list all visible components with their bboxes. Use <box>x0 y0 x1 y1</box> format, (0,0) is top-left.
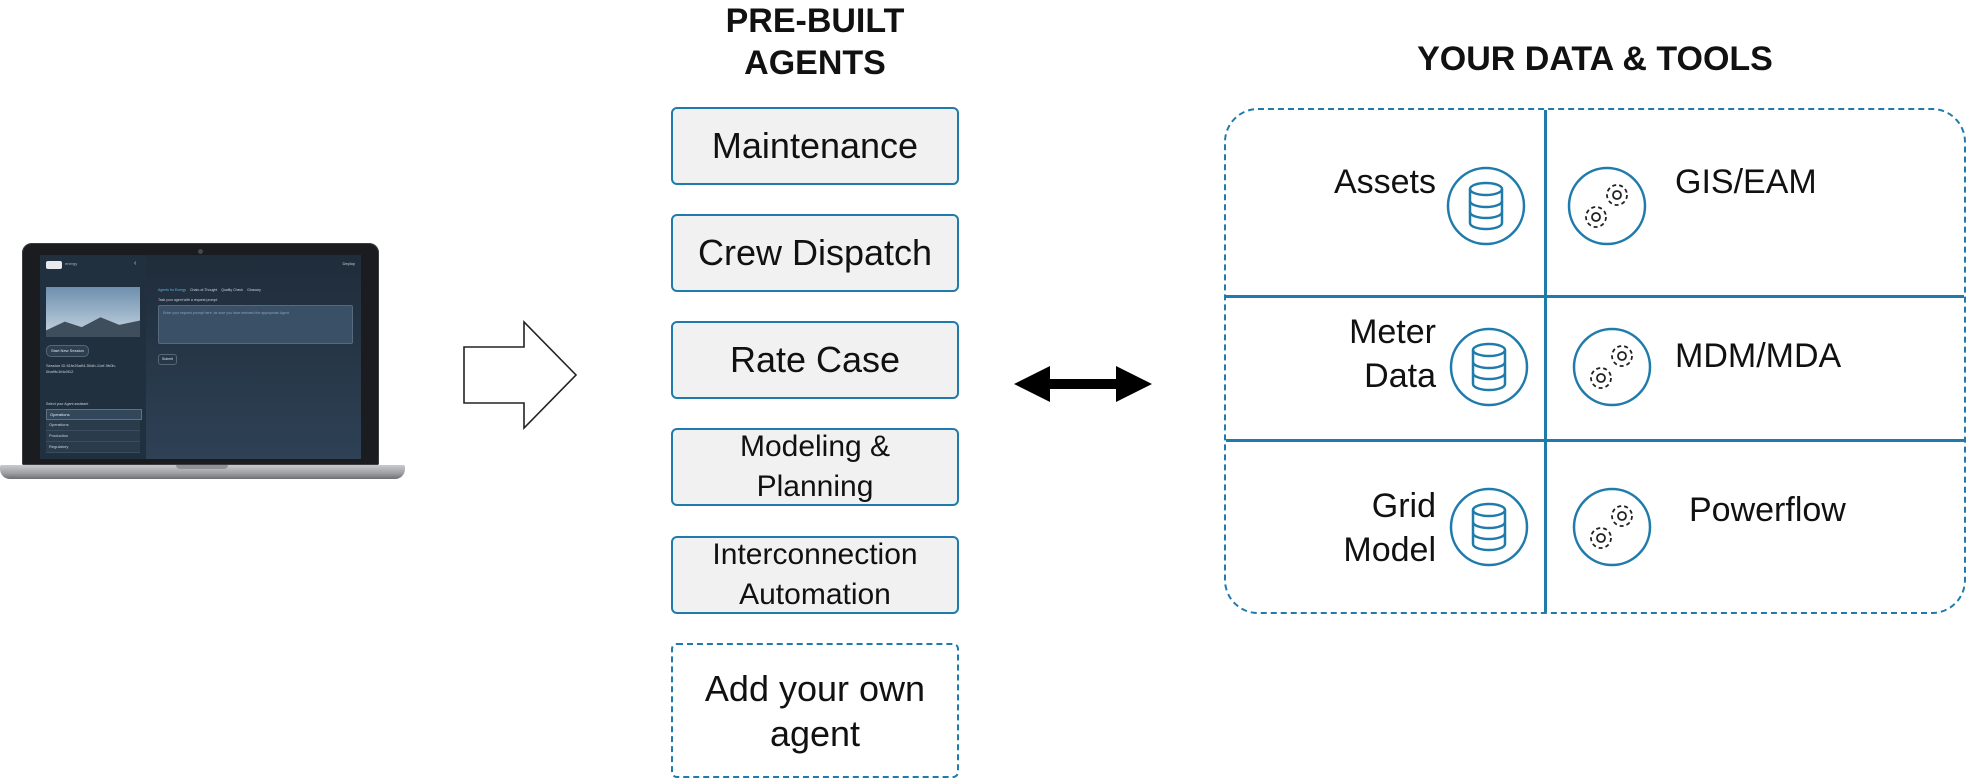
bidirectional-arrow-icon <box>1014 366 1152 402</box>
agent-modeling-planning: Modeling & Planning <box>671 428 959 506</box>
submit-button[interactable]: Submit <box>158 354 177 365</box>
camera-icon <box>198 249 203 254</box>
gears-icon <box>1572 487 1652 567</box>
agent-option[interactable]: Production <box>46 431 140 442</box>
agent-crew-dispatch: Crew Dispatch <box>671 214 959 292</box>
panel-divider <box>1544 110 1547 612</box>
task-label: Task your agent with a request prompt <box>158 298 218 302</box>
data-tools-panel: Assets GIS/EAM Meter Data MDM/MDA Grid M… <box>1224 108 1966 614</box>
data-source-grid-model: Grid Model <box>1343 487 1436 569</box>
add-your-own-agent: Add your own agent <box>671 643 959 778</box>
app-sidebar: energy ‹ Start New Session Session ID 61… <box>40 255 146 459</box>
agent-select[interactable]: Operations <box>46 409 142 420</box>
tab-quality-check[interactable]: Quality Check <box>221 288 244 292</box>
agent-rate-case: Rate Case <box>671 321 959 399</box>
right-arrow-icon <box>463 320 578 430</box>
agent-option[interactable]: Operations <box>46 420 140 431</box>
tab-agents[interactable]: Agents for Energy <box>158 288 187 292</box>
agent-option[interactable]: Regulatory <box>46 442 140 453</box>
database-icon <box>1446 166 1526 246</box>
collapse-icon[interactable]: ‹ <box>134 260 137 267</box>
session-id-text: Session ID 61fe26a94-50db-11ef-9b0b-0ba9… <box>46 363 116 374</box>
agent-maintenance: Maintenance <box>671 107 959 185</box>
tab-chain-of-thought[interactable]: Chain-of-Thought <box>190 288 218 292</box>
laptop-lid: energy ‹ Start New Session Session ID 61… <box>22 243 379 465</box>
prompt-placeholder: Enter your request prompt here, be sure … <box>163 311 289 315</box>
laptop-base <box>0 465 405 479</box>
deploy-link[interactable]: Deploy <box>342 261 355 266</box>
agent-select-label: Select your Agent assistant <box>46 402 89 406</box>
aws-logo-icon <box>46 261 62 269</box>
laptop-illustration: energy ‹ Start New Session Session ID 61… <box>0 243 405 503</box>
tool-mdm-mda: MDM/MDA <box>1675 337 1842 375</box>
row-divider <box>1226 295 1964 298</box>
tool-powerflow: Powerflow <box>1689 491 1846 529</box>
agents-title: PRE-BUILT AGENTS <box>725 2 905 82</box>
start-new-session-button[interactable]: Start New Session <box>46 345 89 357</box>
tools-title: YOUR DATA & TOOLS <box>1417 40 1773 78</box>
tab-glossary[interactable]: Glossary <box>247 288 261 292</box>
database-icon <box>1449 487 1529 567</box>
prompt-input[interactable]: Enter your request prompt here, be sure … <box>158 305 353 344</box>
oil-field-image <box>46 287 140 337</box>
logo-subtitle: energy <box>65 261 78 266</box>
agent-interconnection-automation: Interconnection Automation <box>671 536 959 614</box>
data-source-meter-data: Meter Data <box>1349 313 1436 395</box>
tool-gis-eam: GIS/EAM <box>1675 163 1817 201</box>
data-source-assets: Assets <box>1333 163 1436 201</box>
row-divider <box>1226 439 1964 442</box>
database-icon <box>1449 327 1529 407</box>
gears-icon <box>1572 327 1652 407</box>
gears-icon <box>1567 166 1647 246</box>
app-screen: energy ‹ Start New Session Session ID 61… <box>40 255 361 459</box>
